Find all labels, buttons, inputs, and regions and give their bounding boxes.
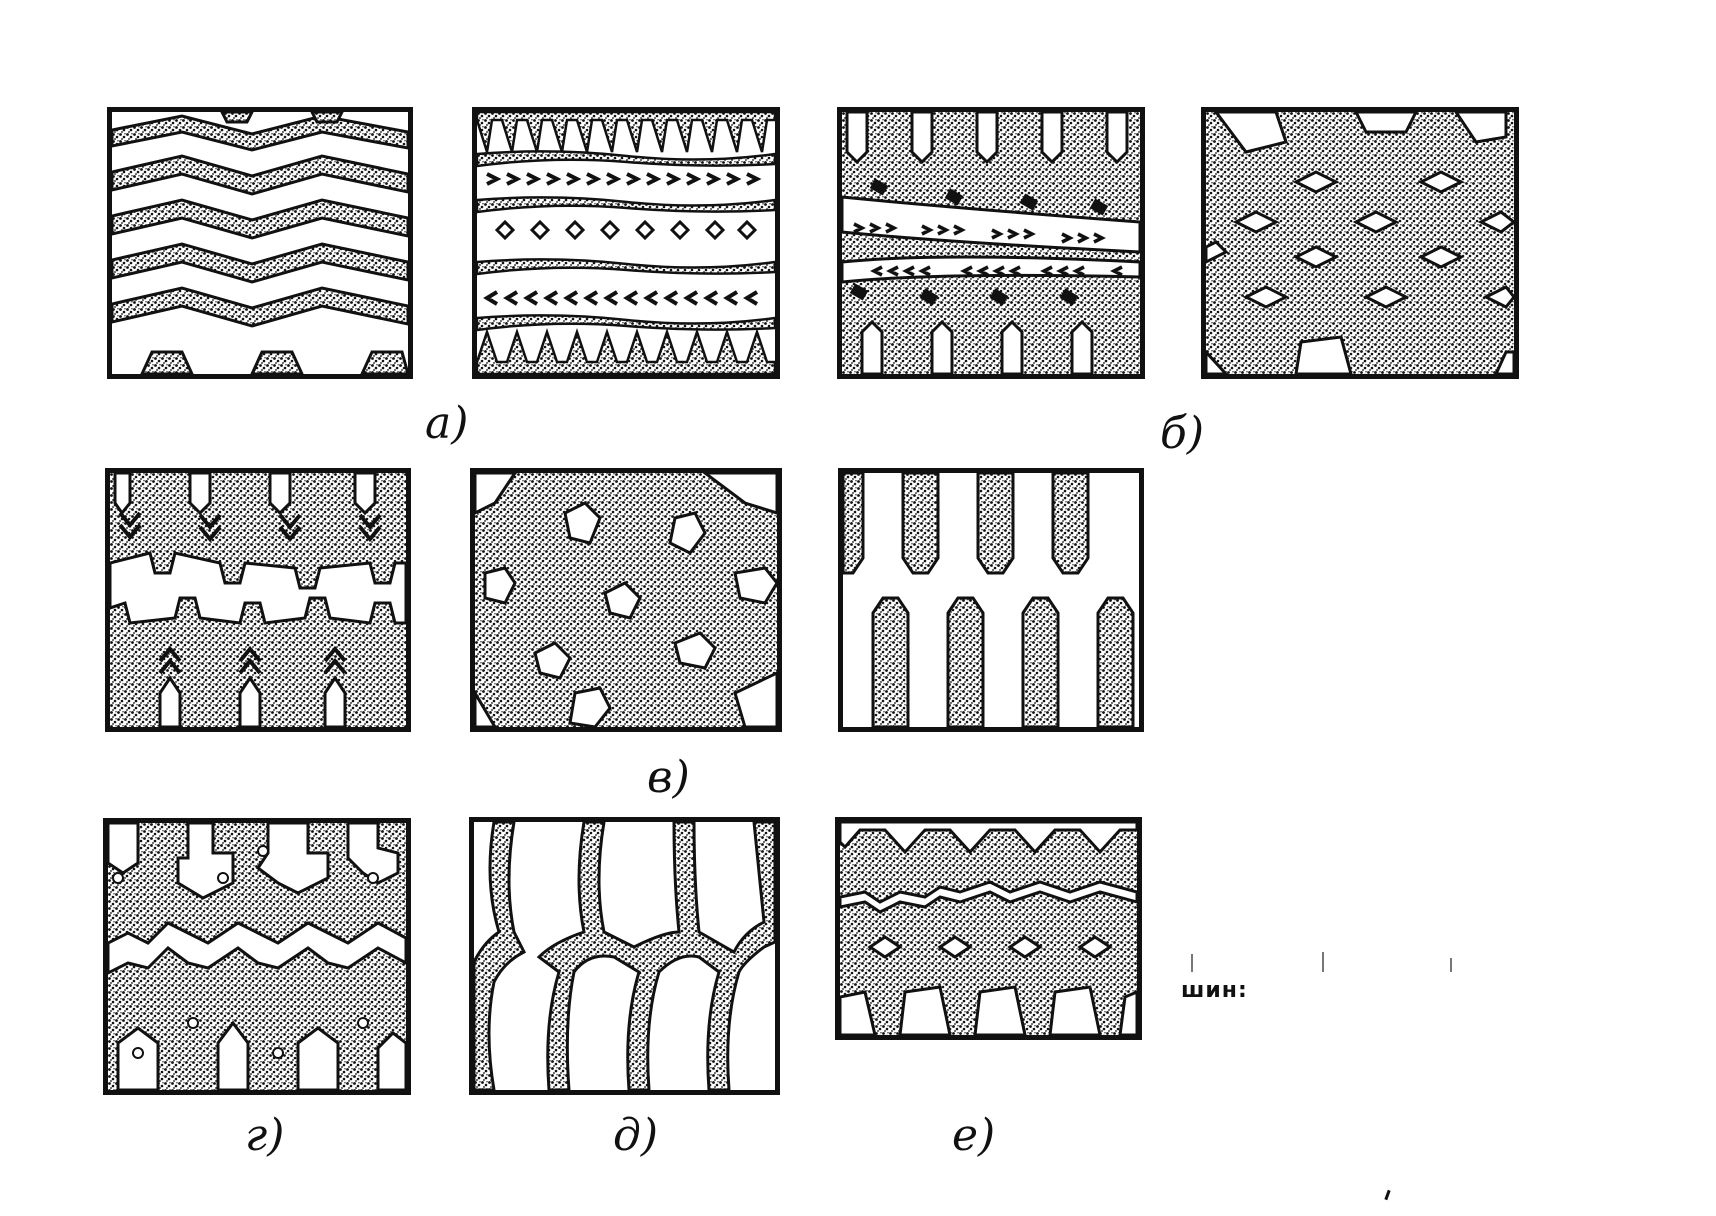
label-g: г) — [245, 1110, 285, 1161]
label-b: б) — [1160, 408, 1205, 459]
tread-pattern-v1 — [105, 468, 411, 732]
label-v: в) — [647, 752, 690, 803]
tread-pattern-b1 — [837, 107, 1145, 379]
tread-pattern-a1 — [107, 107, 413, 379]
tread-pattern-v2 — [470, 468, 782, 732]
label-d: д) — [613, 1110, 659, 1161]
tread-pattern-g — [103, 818, 411, 1095]
bleed-through-text: шин: — [1181, 978, 1248, 1003]
label-e: е) — [952, 1110, 996, 1161]
tread-pattern-e — [835, 817, 1142, 1040]
speck — [1191, 954, 1193, 972]
tread-pattern-v3 — [838, 468, 1144, 732]
speck — [1322, 952, 1324, 972]
tread-pattern-a2 — [472, 107, 780, 379]
label-a: а) — [425, 398, 469, 449]
speck — [1384, 1189, 1391, 1201]
tread-pattern-b2 — [1201, 107, 1519, 379]
tread-pattern-d — [469, 817, 780, 1095]
speck — [1450, 958, 1452, 972]
